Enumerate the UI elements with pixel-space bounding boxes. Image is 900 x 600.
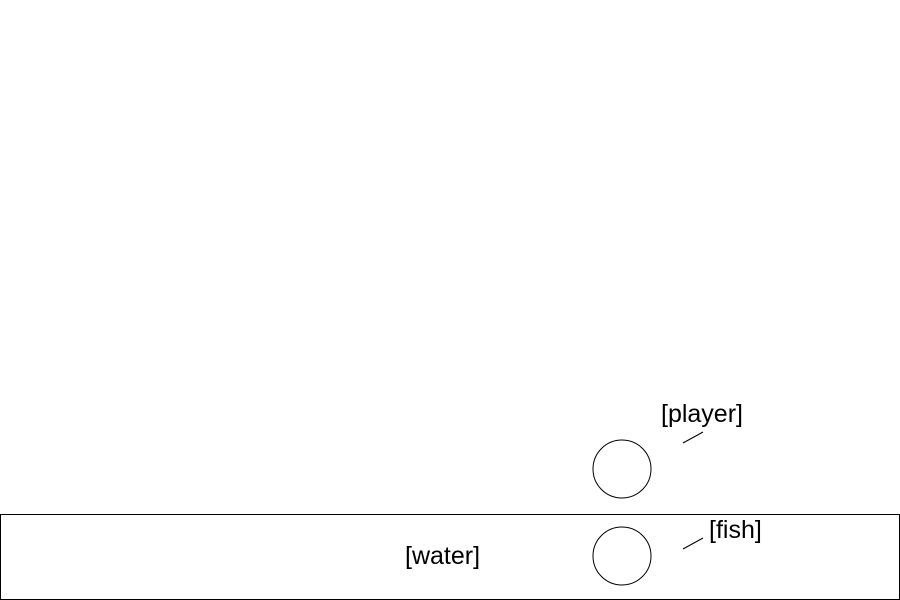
player-label: [player]: [661, 400, 743, 428]
player-circle: [592, 439, 652, 499]
player-leader-line: [682, 431, 704, 444]
water-label: [water]: [405, 542, 480, 570]
fish-label: [fish]: [709, 516, 762, 544]
fish-circle: [592, 526, 652, 586]
fish-leader-line: [682, 537, 704, 550]
